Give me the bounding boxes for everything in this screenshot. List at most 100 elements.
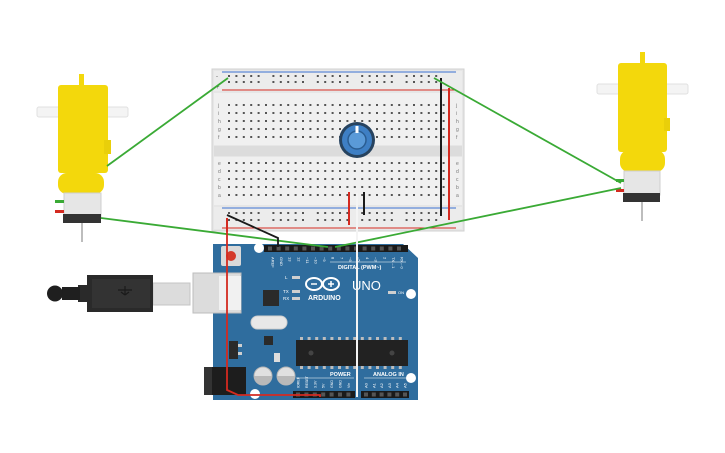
- terminal-hole[interactable]: [228, 170, 230, 172]
- terminal-hole[interactable]: [390, 162, 393, 164]
- terminal-hole[interactable]: [228, 162, 230, 164]
- terminal-hole[interactable]: [235, 170, 238, 172]
- terminal-hole[interactable]: [339, 186, 341, 188]
- rail-hole[interactable]: [228, 219, 230, 221]
- terminal-hole[interactable]: [368, 178, 371, 180]
- terminal-hole[interactable]: [390, 194, 393, 196]
- terminal-hole[interactable]: [442, 170, 445, 172]
- rail-hole[interactable]: [427, 81, 430, 83]
- terminal-hole[interactable]: [420, 112, 423, 114]
- terminal-hole[interactable]: [294, 162, 297, 164]
- terminal-hole[interactable]: [242, 112, 245, 114]
- rail-hole[interactable]: [339, 212, 341, 214]
- terminal-hole[interactable]: [383, 178, 386, 180]
- terminal-hole[interactable]: [228, 136, 230, 138]
- terminal-hole[interactable]: [353, 178, 356, 180]
- terminal-hole[interactable]: [250, 194, 253, 196]
- terminal-hole[interactable]: [324, 186, 327, 188]
- potentiometer[interactable]: [339, 122, 375, 158]
- terminal-hole[interactable]: [331, 128, 334, 130]
- rail-hole[interactable]: [257, 219, 260, 221]
- rail-hole[interactable]: [427, 219, 430, 221]
- terminal-hole[interactable]: [265, 128, 267, 130]
- terminal-hole[interactable]: [235, 128, 238, 130]
- terminal-hole[interactable]: [279, 178, 282, 180]
- red-wire-5v[interactable]: [226, 232, 321, 397]
- rail-hole[interactable]: [383, 81, 386, 83]
- rail-hole[interactable]: [324, 81, 327, 83]
- terminal-hole[interactable]: [279, 120, 282, 122]
- rail-hole[interactable]: [361, 81, 364, 83]
- terminal-hole[interactable]: [235, 120, 238, 122]
- rail-hole[interactable]: [250, 219, 253, 221]
- terminal-hole[interactable]: [235, 162, 238, 164]
- terminal-hole[interactable]: [413, 104, 415, 106]
- terminal-hole[interactable]: [294, 112, 297, 114]
- terminal-hole[interactable]: [257, 186, 260, 188]
- digital-pin-socket[interactable]: [397, 246, 401, 251]
- usb-cable[interactable]: [47, 275, 191, 312]
- terminal-hole[interactable]: [442, 112, 445, 114]
- terminal-hole[interactable]: [242, 178, 245, 180]
- rail-hole[interactable]: [250, 212, 253, 214]
- terminal-hole[interactable]: [324, 162, 327, 164]
- digital-pin-socket[interactable]: [371, 246, 376, 251]
- rail-hole[interactable]: [235, 212, 238, 214]
- terminal-hole[interactable]: [339, 104, 341, 106]
- terminal-hole[interactable]: [435, 162, 438, 164]
- green-wire-right-motor-top[interactable]: [433, 77, 622, 184]
- terminal-hole[interactable]: [302, 186, 304, 188]
- terminal-hole[interactable]: [420, 120, 423, 122]
- terminal-hole[interactable]: [242, 162, 245, 164]
- terminal-hole[interactable]: [287, 162, 290, 164]
- terminal-hole[interactable]: [294, 186, 297, 188]
- terminal-hole[interactable]: [361, 112, 364, 114]
- terminal-hole[interactable]: [353, 112, 356, 114]
- terminal-hole[interactable]: [376, 178, 378, 180]
- terminal-hole[interactable]: [316, 104, 319, 106]
- terminal-hole[interactable]: [435, 170, 438, 172]
- terminal-hole[interactable]: [331, 194, 334, 196]
- rail-hole[interactable]: [346, 81, 349, 83]
- rail-hole[interactable]: [390, 219, 393, 221]
- terminal-hole[interactable]: [279, 104, 282, 106]
- terminal-hole[interactable]: [435, 178, 438, 180]
- terminal-hole[interactable]: [316, 170, 319, 172]
- terminal-hole[interactable]: [442, 128, 445, 130]
- terminal-hole[interactable]: [279, 170, 282, 172]
- terminal-hole[interactable]: [257, 136, 260, 138]
- terminal-hole[interactable]: [405, 128, 408, 130]
- rail-hole[interactable]: [405, 219, 408, 221]
- terminal-hole[interactable]: [331, 120, 334, 122]
- terminal-hole[interactable]: [294, 170, 297, 172]
- terminal-hole[interactable]: [287, 120, 290, 122]
- terminal-hole[interactable]: [353, 120, 356, 122]
- terminal-hole[interactable]: [346, 186, 349, 188]
- rail-hole[interactable]: [413, 219, 415, 221]
- rail-hole[interactable]: [331, 81, 334, 83]
- rail-hole[interactable]: [272, 212, 275, 214]
- terminal-hole[interactable]: [390, 136, 393, 138]
- terminal-hole[interactable]: [257, 104, 260, 106]
- rail-hole[interactable]: [242, 219, 245, 221]
- terminal-hole[interactable]: [250, 112, 253, 114]
- rail-hole[interactable]: [427, 75, 430, 77]
- terminal-hole[interactable]: [353, 194, 356, 196]
- rail-hole[interactable]: [287, 219, 290, 221]
- terminal-hole[interactable]: [390, 186, 393, 188]
- terminal-hole[interactable]: [435, 136, 438, 138]
- rail-hole[interactable]: [383, 219, 386, 221]
- terminal-hole[interactable]: [257, 170, 260, 172]
- rail-hole[interactable]: [250, 75, 253, 77]
- terminal-hole[interactable]: [413, 162, 415, 164]
- terminal-hole[interactable]: [442, 136, 445, 138]
- rail-hole[interactable]: [435, 81, 438, 83]
- terminal-hole[interactable]: [413, 128, 415, 130]
- terminal-hole[interactable]: [413, 170, 415, 172]
- terminal-hole[interactable]: [405, 112, 408, 114]
- terminal-hole[interactable]: [376, 170, 378, 172]
- terminal-hole[interactable]: [420, 136, 423, 138]
- terminal-hole[interactable]: [250, 170, 253, 172]
- terminal-hole[interactable]: [413, 194, 415, 196]
- terminal-hole[interactable]: [331, 112, 334, 114]
